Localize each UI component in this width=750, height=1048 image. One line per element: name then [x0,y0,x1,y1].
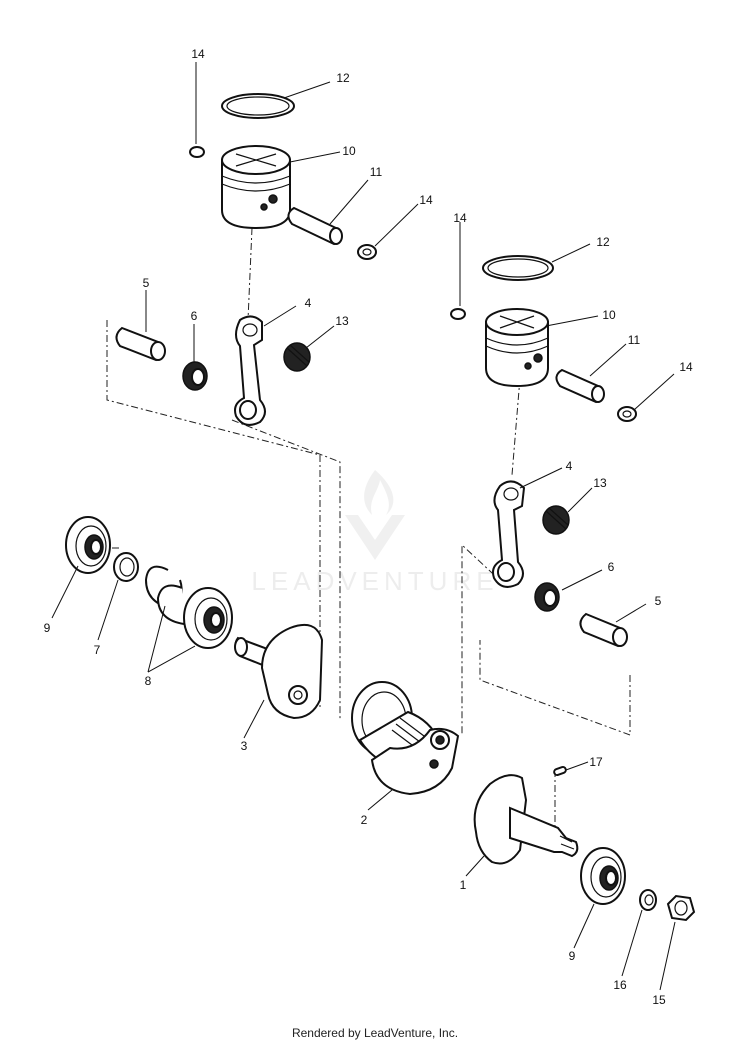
callout-13: 13 [335,314,349,328]
callout-10: 10 [602,308,616,322]
callout-labels: 14 12 10 11 14 5 6 4 13 14 12 10 11 14 4… [44,47,693,1007]
callout-2: 2 [361,813,368,827]
callout-14: 14 [453,211,467,225]
callout-14: 14 [679,360,693,374]
connecting-rod-left [234,315,266,426]
needle-bearing-left-small [182,361,208,391]
crank-half-right [473,774,579,865]
callout-16: 16 [613,978,627,992]
piston-pin-clip-upper-right-b [617,406,637,422]
callout-11: 11 [628,333,641,347]
callout-4: 4 [566,459,573,473]
needle-bearing-left-large [283,342,311,372]
piston-pin-clip-upper-left-a [189,146,205,158]
callout-3: 3 [241,739,248,753]
callout-1: 1 [460,878,467,892]
callout-15: 15 [652,993,666,1007]
crank-center-section [351,681,460,796]
ball-bearing-mid-left [183,587,233,649]
callout-14: 14 [419,193,433,207]
piston-pin-clip-upper-right-a [450,308,466,320]
washer-right [639,889,657,911]
callout-9: 9 [569,949,576,963]
render-credit: Rendered by LeadVenture, Inc. [291,1026,459,1040]
piston-pin-upper-left [287,206,343,246]
callout-6: 6 [608,560,615,574]
callout-4: 4 [305,296,312,310]
ball-bearing-right [580,847,626,905]
bearing-sleeve-right [579,612,628,648]
woodruff-key [553,765,567,777]
crank-nut [666,894,696,922]
connecting-rod-right [492,480,526,588]
watermark-text: LEADVENTURE [251,566,498,596]
circlip-pair-left [144,565,185,625]
callout-12: 12 [596,235,610,249]
crank-half-left [234,624,324,720]
piston-pin-upper-right [555,368,605,404]
snap-ring-left [113,552,139,582]
callout-8: 8 [145,674,152,688]
callout-11: 11 [370,165,383,179]
needle-bearing-right-large [542,505,570,535]
callout-17: 17 [589,755,603,769]
callout-14: 14 [191,47,205,61]
bearing-sleeve-left [115,326,166,362]
callout-9: 9 [44,621,51,635]
callout-5: 5 [143,276,150,290]
piston-pin-clip-upper-left-b [357,244,377,260]
leadventure-watermark-logo: LEADVENTURE [251,470,498,596]
assembly-guide-lines [82,227,631,835]
callout-10: 10 [342,144,356,158]
callout-7: 7 [94,643,101,657]
piston-ring-upper-right [482,255,554,281]
callout-13: 13 [593,476,607,490]
piston-upper-left [221,145,291,230]
piston-upper-right [485,308,549,388]
callout-12: 12 [336,71,350,85]
ball-bearing-left [65,516,111,574]
callout-5: 5 [655,594,662,608]
piston-ring-upper-left [221,93,295,119]
callout-6: 6 [191,309,198,323]
needle-bearing-right-small [534,582,560,612]
leader-lines [51,62,676,991]
